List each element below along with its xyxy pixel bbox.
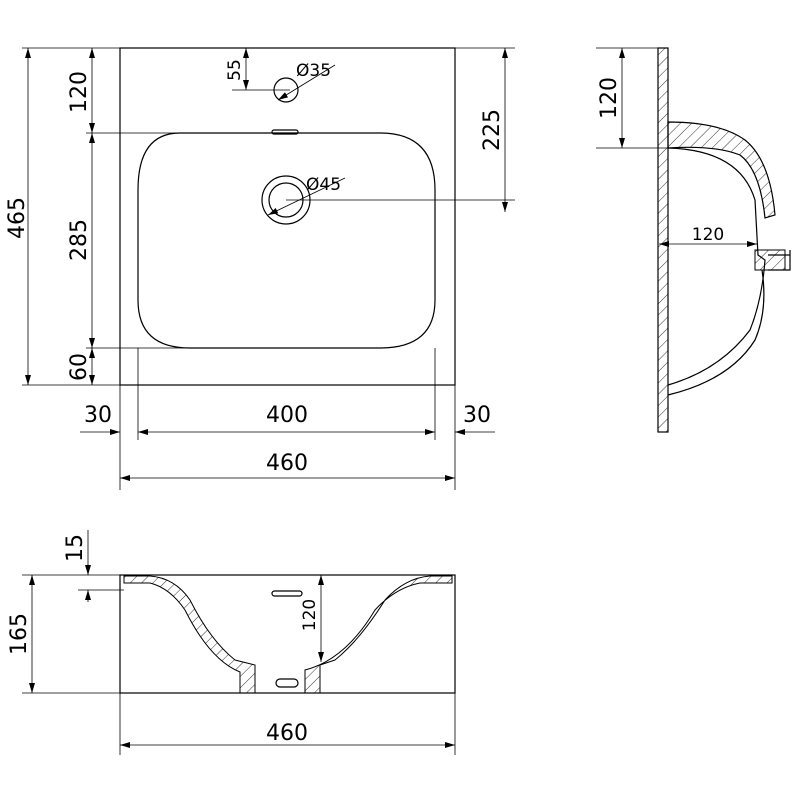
overflow-slot-front xyxy=(271,590,303,597)
overflow-slot xyxy=(271,129,299,135)
dim-tap-hole-offset: 55 xyxy=(225,59,245,81)
dim-side-back-deck: 120 xyxy=(597,77,622,119)
dim-drain-offset: 225 xyxy=(480,109,505,151)
dim-left-rim: 30 xyxy=(84,403,112,428)
front-view: 165 15 120 460 xyxy=(7,530,456,755)
dim-bowl-depth: 285 xyxy=(67,219,92,261)
dim-bowl-width: 400 xyxy=(266,403,308,428)
dim-front-overall-width: 460 xyxy=(266,721,308,746)
drain-section xyxy=(754,249,786,271)
dim-overall-width: 460 xyxy=(266,451,308,476)
dim-side-projection: 120 xyxy=(692,225,724,245)
bowl-outline xyxy=(137,132,436,349)
drain-slot xyxy=(275,678,299,688)
front-outline xyxy=(119,574,456,694)
side-view: 120 120 xyxy=(596,47,791,433)
dim-overall-depth: 465 xyxy=(5,197,30,239)
dim-drain-diameter: Ø45 xyxy=(306,175,341,195)
left-section xyxy=(123,575,256,694)
dim-front-bowl-depth: 120 xyxy=(300,599,320,631)
overflow-channel xyxy=(667,121,776,219)
right-section xyxy=(304,575,453,694)
dim-right-rim: 30 xyxy=(463,403,491,428)
dim-tap-hole-diameter: Ø35 xyxy=(296,61,331,81)
top-view: 465 120 285 60 225 55 Ø35 Ø45 30 400 30 … xyxy=(5,47,515,490)
wall-flange xyxy=(657,47,669,433)
dim-front-rim: 60 xyxy=(67,353,92,381)
dim-rim-thickness: 15 xyxy=(63,534,88,562)
dim-back-deck: 120 xyxy=(67,71,92,113)
dim-overall-height: 165 xyxy=(7,613,32,655)
